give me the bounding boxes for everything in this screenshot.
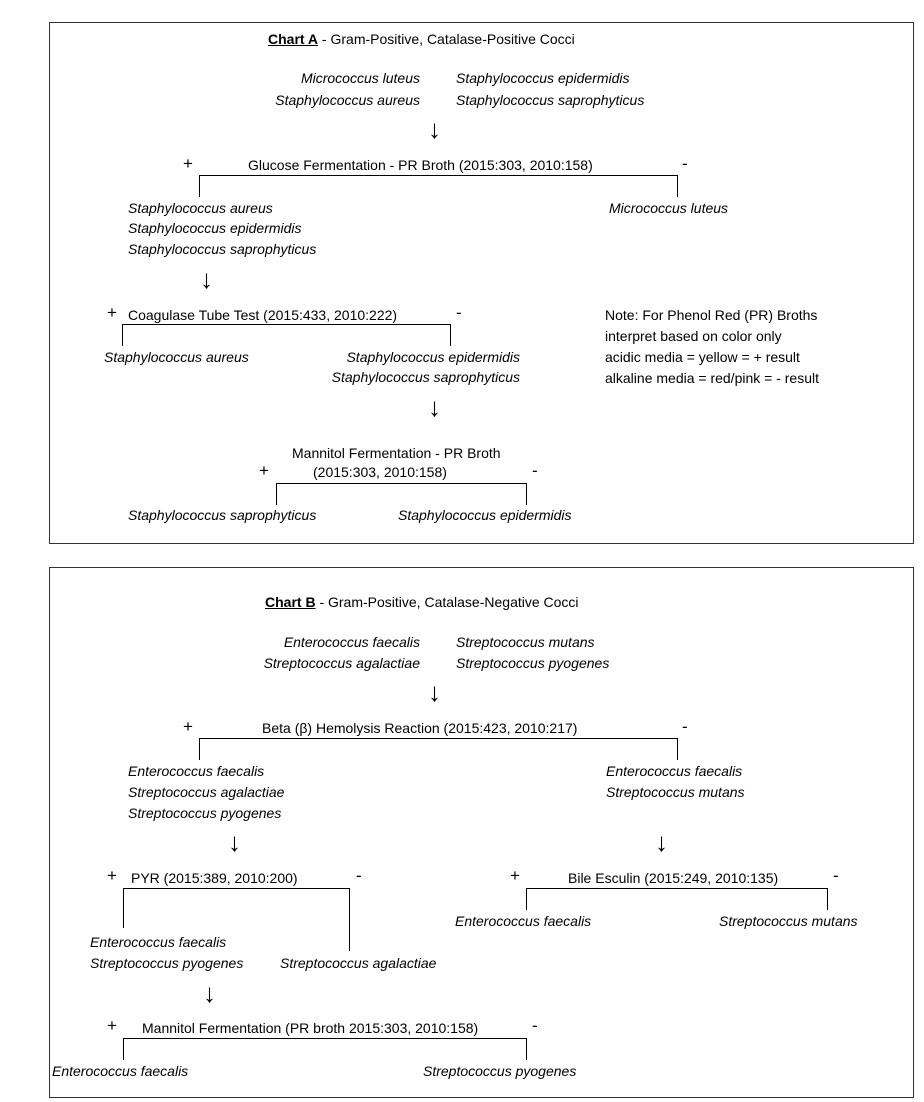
chart-b-arrow-4: ↓ [203, 978, 216, 1008]
chart-a-test1-label: Glucose Fermentation - PR Broth (2015:30… [248, 157, 593, 173]
chart-a-test1-bracket-left [199, 175, 200, 197]
chart-a-test2-bracket-left [122, 324, 123, 346]
chart-b-test4-plus: + [107, 1016, 117, 1035]
chart-b-start-left-1: Enterococcus faecalis [283, 634, 420, 650]
chart-a-test3-bracket-right [526, 483, 527, 505]
chart-b-test2-label: PYR (2015:389, 2010:200) [131, 870, 298, 886]
chart-a-note-4: alkaline media = red/pink = - result [605, 370, 819, 386]
chart-b-test3-label: Bile Esculin (2015:249, 2010:135) [568, 870, 779, 886]
chart-b-test3-bracket-left [526, 888, 527, 910]
chart-b-test2-bracket-left [123, 888, 124, 928]
chart-b-test1-pos-1: Enterococcus faecalis [128, 763, 265, 779]
chart-b-title: Chart B - Gram-Positive, Catalase-Negati… [265, 594, 579, 611]
chart-a-start-left-2: Staphylococcus aureus [275, 92, 420, 108]
chart-a-title-name: Chart A [268, 31, 319, 47]
chart-b-test1-minus: - [682, 717, 688, 736]
chart-b-test3-neg: Streptococcus mutans [719, 913, 858, 929]
chart-a-test1-pos-3: Staphylococcus saprophyticus [128, 241, 317, 257]
chart-b-test4-bracket-right [526, 1038, 527, 1060]
chart-b-test4-bracket-left [123, 1038, 124, 1060]
chart-a-test3-minus: - [532, 461, 538, 480]
chart-b-test3-bracket-right [827, 888, 828, 910]
chart-a-test1-bracket-right [677, 175, 678, 197]
chart-a-arrow-1: ↓ [428, 114, 441, 144]
chart-a-test3-plus: + [259, 461, 269, 480]
chart-b-test3-plus: + [510, 866, 520, 885]
chart-a-test2-bracket-right [450, 324, 451, 346]
chart-a-test3-neg: Staphylococcus epidermidis [398, 507, 572, 523]
chart-a-test2-plus: + [107, 303, 117, 322]
chart-b-test1-neg-2: Streptococcus mutans [606, 784, 745, 800]
chart-a-test1-minus: - [682, 154, 688, 173]
chart-b-test1-label: Beta (β) Hemolysis Reaction (2015:423, 2… [262, 720, 578, 736]
chart-a-note-1: Note: For Phenol Red (PR) Broths [605, 307, 818, 323]
chart-a-test1-pos-2: Staphylococcus epidermidis [128, 220, 302, 236]
chart-a-test3-bracket-top [276, 483, 527, 484]
chart-b-arrow-2: ↓ [228, 827, 241, 857]
chart-b-start-right-1: Streptococcus mutans [456, 634, 595, 650]
chart-a-frame [49, 22, 914, 544]
chart-a-arrow-3: ↓ [428, 392, 441, 422]
chart-b-test1-pos-2: Streptococcus agalactiae [128, 784, 285, 800]
chart-a-test2-neg-1: Staphylococcus epidermidis [346, 349, 520, 365]
chart-b-test2-neg: Streptococcus agalactiae [280, 955, 437, 971]
chart-a-title-rest: - Gram-Positive, Catalase-Positive Cocci [318, 31, 575, 47]
chart-b-test4-bracket-top [123, 1038, 527, 1039]
chart-b-test2-plus: + [107, 866, 117, 885]
chart-b-test1-bracket-left [199, 738, 200, 760]
chart-b-title-name: Chart B [265, 594, 316, 610]
chart-b-test4-label: Mannitol Fermentation (PR broth 2015:303… [142, 1020, 479, 1036]
chart-b-frame [49, 567, 914, 1098]
chart-a-start-left-1: Micrococcus luteus [300, 70, 420, 86]
chart-b-test3-pos: Enterococcus faecalis [455, 913, 592, 929]
chart-a-note-2: interpret based on color only [605, 328, 782, 344]
chart-a-title: Chart A - Gram-Positive, Catalase-Positi… [268, 31, 575, 48]
chart-a-arrow-2: ↓ [200, 264, 213, 294]
chart-a-test1-neg: Micrococcus luteus [609, 200, 729, 216]
chart-b-test4-pos: Enterococcus faecalis [52, 1063, 189, 1079]
chart-a-start-right-2: Staphylococcus saprophyticus [456, 92, 645, 108]
chart-b-test2-bracket-top [123, 888, 350, 889]
chart-a-test3-bracket-left [276, 483, 277, 505]
chart-a-test1-bracket-top [199, 175, 678, 176]
chart-a-test2-pos: Staphylococcus aureus [104, 349, 249, 365]
chart-a-test1-plus: + [183, 154, 193, 173]
chart-b-test4-minus: - [532, 1016, 538, 1035]
chart-b-arrow-3: ↓ [655, 827, 668, 857]
chart-b-test2-bracket-right [349, 888, 350, 951]
chart-b-title-rest: - Gram-Positive, Catalase-Negative Cocci [315, 594, 579, 610]
chart-a-test1-pos-1: Staphylococcus aureus [128, 200, 273, 216]
chart-b-test3-minus: - [833, 866, 839, 885]
chart-b-test2-pos-2: Streptococcus pyogenes [90, 955, 244, 971]
chart-b-test2-minus: - [356, 866, 362, 885]
chart-b-test1-plus: + [183, 717, 193, 736]
chart-a-test3-label-2: (2015:303, 2010:158) [313, 464, 447, 480]
chart-b-test3-bracket-top [526, 888, 828, 889]
chart-b-test4-neg: Streptococcus pyogenes [423, 1063, 577, 1079]
chart-a-test2-bracket-top [122, 324, 451, 325]
chart-b-test2-pos-1: Enterococcus faecalis [90, 934, 227, 950]
chart-b-test1-bracket-top [199, 738, 678, 739]
chart-a-test2-label: Coagulase Tube Test (2015:433, 2010:222) [128, 307, 398, 323]
chart-a-test2-neg-2: Staphylococcus saprophyticus [331, 369, 520, 385]
chart-b-test1-neg-1: Enterococcus faecalis [606, 763, 743, 779]
chart-b-test1-pos-3: Streptococcus pyogenes [128, 805, 282, 821]
chart-b-start-left-2: Streptococcus agalactiae [263, 655, 420, 671]
chart-a-test3-pos: Staphylococcus saprophyticus [128, 507, 317, 523]
chart-b-arrow-1: ↓ [428, 677, 441, 707]
chart-a-test3-label-1: Mannitol Fermentation - PR Broth [292, 445, 501, 461]
chart-b-start-right-2: Streptococcus pyogenes [456, 655, 610, 671]
chart-a-note-3: acidic media = yellow = + result [605, 349, 800, 365]
chart-a-test2-minus: - [456, 303, 462, 322]
chart-a-start-right-1: Staphylococcus epidermidis [456, 70, 630, 86]
chart-b-test1-bracket-right [677, 738, 678, 760]
